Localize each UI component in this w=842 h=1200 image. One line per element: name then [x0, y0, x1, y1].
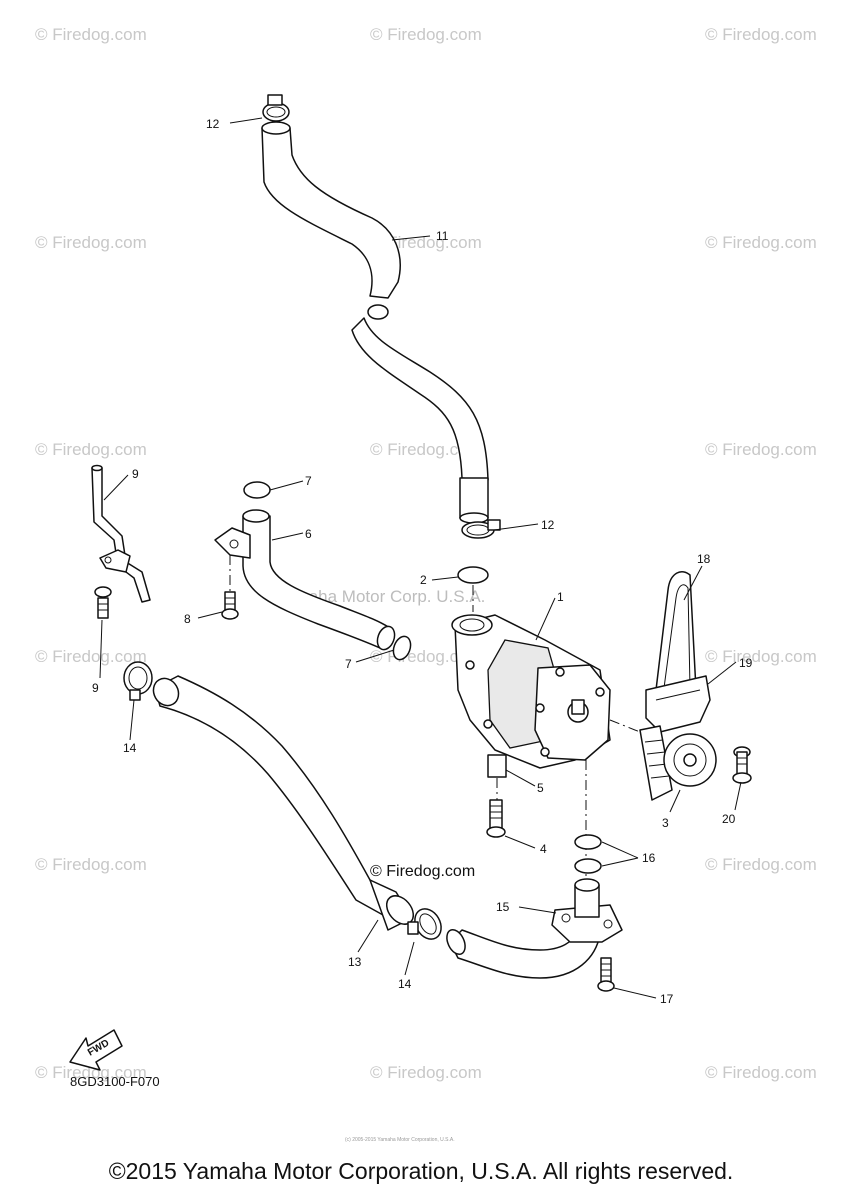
callout-18: 18 — [697, 552, 711, 566]
watermark: © Firedog.com — [705, 440, 817, 459]
small-print: (c) 2005-2015 Yamaha Motor Corporation, … — [345, 1137, 455, 1143]
o-ring-7-side — [392, 635, 412, 661]
watermark: © Firedog.com — [705, 1063, 817, 1082]
callout-17: 17 — [660, 992, 674, 1006]
pipe-9 — [91, 464, 151, 603]
bolt-10 — [94, 586, 112, 619]
callout-2: 2 — [420, 573, 427, 587]
o-ring-16-upper — [574, 834, 602, 850]
clamp-12-bottom — [461, 519, 501, 539]
callout-numbers: 12 11 9 7 6 12 2 1 18 8 7 19 9 14 5 3 20… — [92, 117, 753, 1006]
clamp-12-top — [262, 94, 290, 122]
strainer-15 — [446, 878, 623, 979]
callout-8: 8 — [184, 612, 191, 626]
callout-13: 13 — [348, 955, 362, 969]
bolt-20 — [732, 746, 752, 784]
watermark: © Firedog.com — [370, 25, 482, 44]
upper-hose — [261, 121, 489, 524]
callout-1: 1 — [557, 590, 564, 604]
watermark-grid: © Firedog.com © Firedog.com © Firedog.co… — [35, 25, 817, 1082]
callout-9: 9 — [132, 467, 139, 481]
watermark: © Firedog.com — [370, 1063, 482, 1082]
collar-5 — [487, 754, 507, 778]
callout-5: 5 — [537, 781, 544, 795]
diagram-code: 8GD3100-F070 — [70, 1074, 160, 1089]
o-ring-2 — [457, 566, 489, 584]
watermark: © Firedog.com — [705, 25, 817, 44]
bolt-4 — [486, 799, 506, 838]
watermark: © Firedog.com — [370, 440, 482, 459]
callout-11: 11 — [436, 229, 449, 243]
callout-7: 7 — [345, 657, 352, 671]
clamp-14-right — [407, 908, 442, 940]
callout-12: 12 — [541, 518, 555, 532]
callout-14: 14 — [123, 741, 137, 755]
callout-10: 9 — [92, 681, 99, 695]
bolt-8 — [221, 591, 239, 620]
callout-6: 6 — [305, 527, 312, 541]
watermark: © Firedog.com — [35, 233, 147, 252]
callout-20: 20 — [722, 812, 736, 826]
copyright-footer: ©2015 Yamaha Motor Corporation, U.S.A. A… — [108, 1158, 734, 1184]
pipe-6 — [214, 509, 396, 651]
callout-16: 16 — [642, 851, 656, 865]
chain-guide-19 — [645, 675, 711, 733]
callout-15: 15 — [496, 900, 510, 914]
callout-14: 14 — [398, 977, 412, 991]
watermark: © Firedog.com — [705, 647, 817, 666]
center-line — [609, 719, 641, 733]
watermark: © Firedog.com — [35, 647, 147, 666]
watermark: © Firedog.com — [35, 855, 147, 874]
bolt-17 — [597, 957, 615, 992]
watermark: © Firedog.com — [35, 1063, 147, 1082]
fwd-arrow-icon: FWD — [69, 1029, 123, 1071]
sprocket — [663, 733, 717, 787]
callout-4: 4 — [540, 842, 547, 856]
lower-hose-13 — [152, 675, 415, 931]
callout-7: 7 — [305, 474, 312, 488]
clamp-14-left — [123, 661, 153, 701]
callout-3: 3 — [662, 816, 669, 830]
oil-pump — [451, 614, 611, 769]
watermark: © Firedog.com — [705, 855, 817, 874]
watermark: © Firedog.com — [705, 233, 817, 252]
center-copyright-mark: © Firedog.com — [370, 863, 475, 880]
callout-12: 12 — [206, 117, 220, 131]
watermark: © Firedog.com — [35, 25, 147, 44]
o-ring-16-lower — [574, 858, 602, 874]
callout-19: 19 — [739, 656, 753, 670]
leader-lines — [99, 117, 742, 999]
chain-3 — [639, 725, 673, 801]
chain-guide-18 — [655, 571, 697, 691]
o-ring-7-top — [243, 481, 271, 499]
watermark: © Firedog.com — [35, 440, 147, 459]
